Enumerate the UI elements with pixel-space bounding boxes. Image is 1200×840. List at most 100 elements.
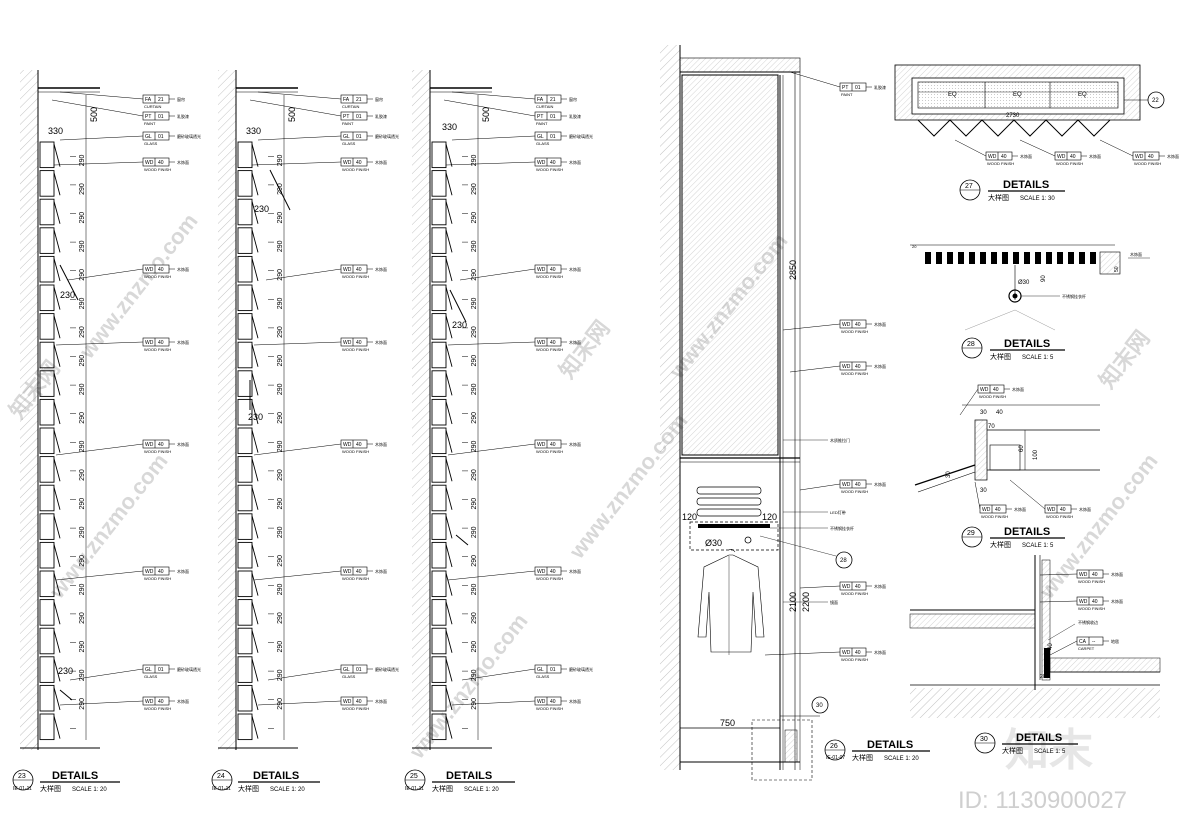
tag-num: 40: [356, 442, 362, 448]
tag-cn: 乳胶漆: [874, 84, 886, 90]
detail-cn: 大样图: [432, 784, 453, 793]
detail-title: DETAILS: [253, 770, 299, 782]
dim-module: 290: [79, 383, 86, 395]
tag-cn: 木饰面: [874, 649, 886, 655]
tag-name: GLASS: [144, 141, 158, 146]
tag-name: WOOD FINISH: [342, 706, 369, 711]
tag-name: WOOD FINISH: [144, 706, 171, 711]
tag-name: GLASS: [342, 141, 356, 146]
detail-title: DETAILS: [1016, 732, 1062, 744]
shutter-panel: [39, 570, 55, 598]
louver-blade: [445, 572, 453, 596]
tag-cn: 木饰面: [874, 481, 886, 487]
louver-blade: [445, 630, 453, 653]
tag-num: 40: [855, 482, 861, 488]
tag-cn: 木饰面: [177, 266, 189, 272]
tag-cn: 磨砂玻璃透光: [177, 133, 201, 139]
tag-code: PT: [537, 114, 543, 120]
shutter-panel: [39, 255, 55, 283]
shutter-panel: [431, 227, 447, 254]
dim-module: 290: [471, 469, 478, 481]
dim-module: 290: [277, 469, 284, 481]
rail-tooth: [936, 252, 942, 264]
tag-code: WD: [343, 442, 352, 448]
tag-num: 40: [550, 340, 556, 346]
title-block-24: 24 IE-01-11 DETAILS 大样图 SCALE 1: 20: [211, 769, 320, 793]
rail-teeth: [925, 252, 1096, 264]
tag-name: WOOD FINISH: [1078, 606, 1105, 611]
tag-cn: 乳胶漆: [569, 113, 581, 119]
dim-module: 290: [471, 326, 478, 338]
detail-cn: 大样图: [990, 352, 1011, 361]
shutter-panel: [237, 427, 253, 455]
dim-module: 290: [471, 155, 478, 167]
tag-code: WD: [537, 160, 546, 166]
shutter-panel: [237, 198, 253, 226]
dim-module: 290: [79, 498, 86, 510]
dim-width: 330: [246, 126, 261, 136]
dim-module: 290: [79, 526, 86, 538]
louver-blade: [53, 544, 61, 568]
tag-code: GL: [537, 667, 544, 673]
louver-blade: [251, 572, 259, 596]
shutter-panel: [431, 398, 447, 426]
louver-blade: [53, 515, 61, 539]
tag-cn: 木饰面: [569, 159, 581, 165]
rail-tooth: [1046, 252, 1052, 264]
shutter-panel: [39, 341, 55, 369]
dim-30: 30: [980, 410, 987, 416]
dim-pitch: 20: [912, 244, 917, 249]
callout-28: [835, 551, 853, 569]
tag-code: WD: [980, 387, 989, 393]
tag-num: 40: [1001, 154, 1007, 160]
tag-name: WOOD FINISH: [342, 167, 369, 172]
tag-num: 40: [855, 364, 861, 370]
watermark-brand: 知末网: [554, 316, 614, 383]
dim-module: 290: [79, 412, 86, 424]
shutter-panel: [237, 599, 253, 626]
louver-blade: [251, 286, 259, 310]
tag-name: WOOD FINISH: [536, 347, 563, 352]
dim-module: 290: [79, 298, 86, 310]
louver-blade: [251, 372, 259, 396]
tag-name: WOOD FINISH: [536, 576, 563, 581]
tag-code: WD: [982, 507, 991, 513]
tag-code: WD: [145, 267, 154, 273]
detail-title: DETAILS: [1003, 179, 1049, 191]
tag-name: WOOD FINISH: [987, 161, 1014, 166]
dim-module: 290: [79, 240, 86, 252]
louver-blade: [53, 658, 61, 682]
tag-name: WOOD FINISH: [1078, 579, 1105, 584]
louver-blade: [251, 687, 259, 711]
dim-20: 20: [1040, 674, 1046, 680]
dim-module: 290: [471, 412, 478, 424]
tag-code: WD: [145, 160, 154, 166]
louver-blade: [445, 601, 453, 625]
tag-cn: 木饰面: [569, 698, 581, 704]
louver-blade: [53, 258, 61, 282]
dim-module: 290: [79, 641, 86, 653]
title-block-23: 23 IE-01-11 DETAILS 大样图 SCALE 1: 20: [12, 769, 120, 793]
tag-num: 21: [356, 97, 362, 103]
shutter-panel: [431, 656, 447, 683]
louver-blade: [445, 687, 453, 711]
dim-module: 290: [277, 326, 284, 338]
dim-module: 290: [277, 526, 284, 538]
tag-num: 40: [158, 442, 164, 448]
tag-num: 40: [356, 267, 362, 273]
dim-module: 290: [471, 212, 478, 224]
tag-cn: 木饰面: [375, 266, 387, 272]
tag-code: WD: [343, 340, 352, 346]
louver-blade: [53, 143, 61, 167]
tag-num: 40: [550, 160, 556, 166]
tag-num: 01: [550, 114, 556, 120]
tag-code: GL: [145, 667, 152, 673]
